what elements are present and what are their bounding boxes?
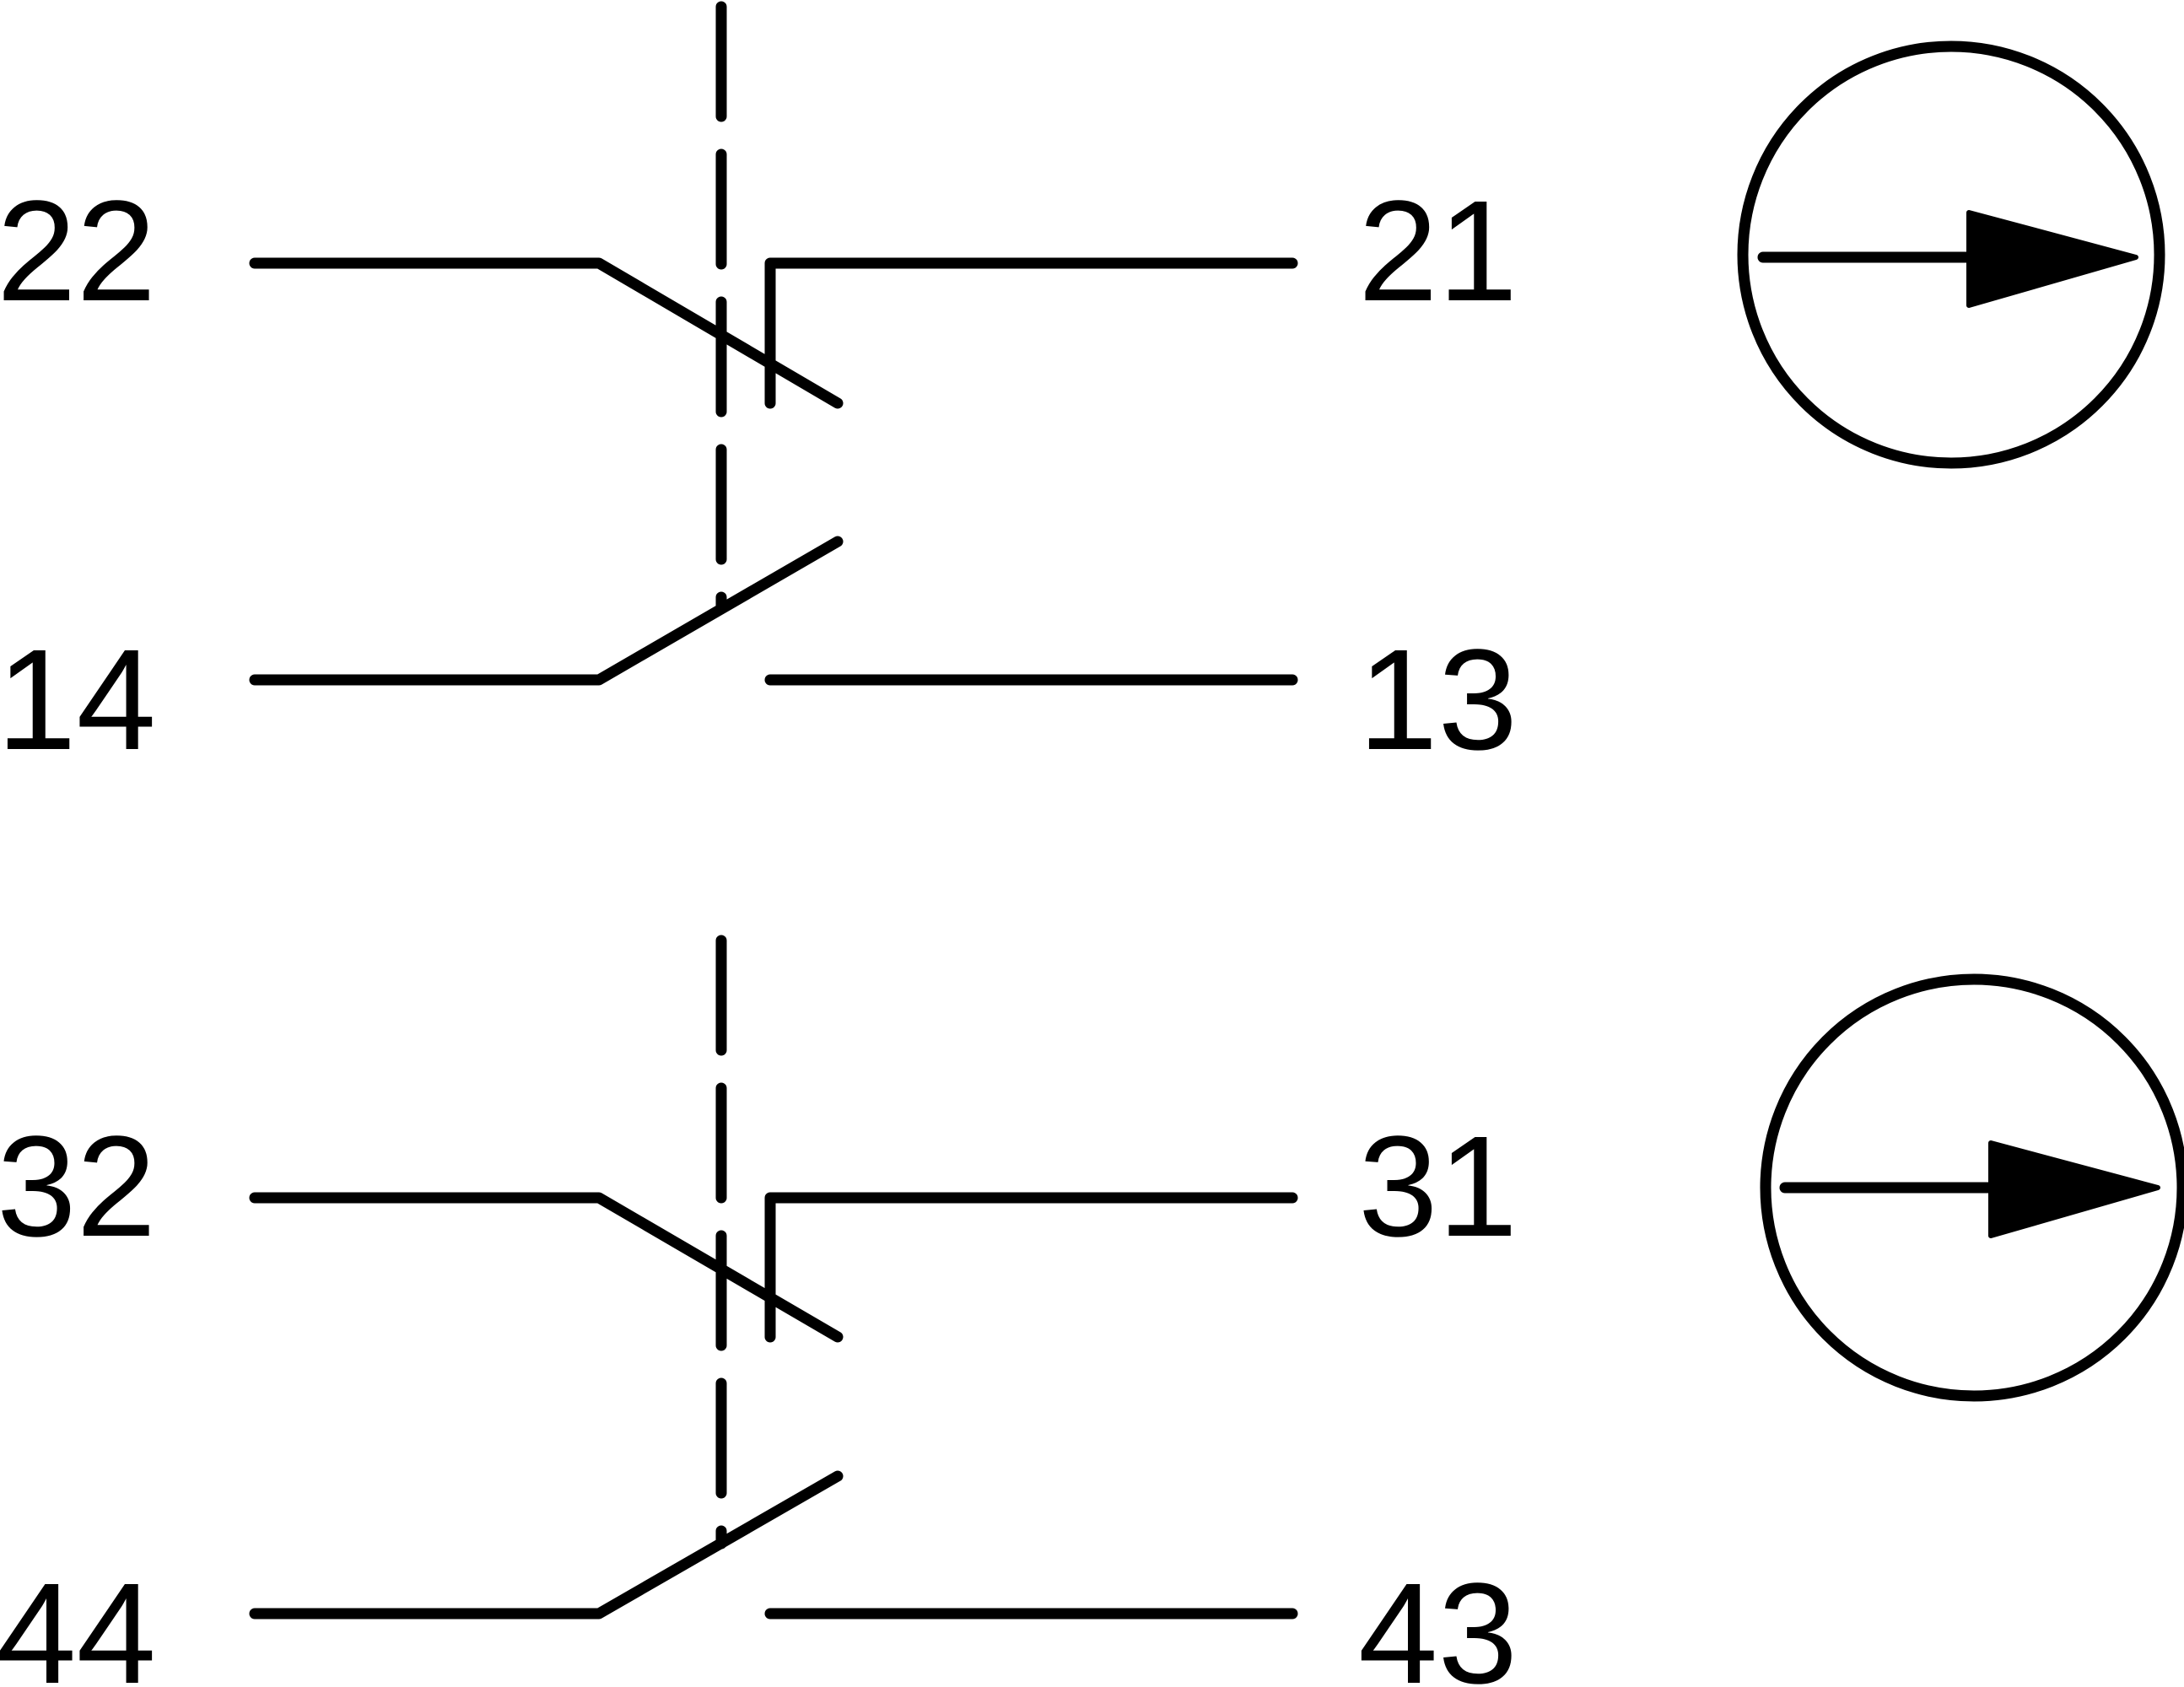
nc-stop-right-2: [764, 1192, 1298, 1343]
terminal-label-22: 22: [0, 171, 156, 331]
nc-lever-left-2: [249, 1192, 844, 1343]
nc-contact-22-21: 22 21: [0, 171, 1518, 409]
nc-lever-left-1: [249, 257, 844, 409]
terminal-label-14: 14: [0, 620, 156, 780]
no-contact-14-13: 14 13: [0, 536, 1518, 780]
circle-with-right-arrow-icon: [1760, 973, 2184, 1402]
no-lever-left-2: [249, 1470, 844, 1620]
terminal-label-43: 43: [1358, 1554, 1518, 1687]
terminal-label-21: 21: [1358, 171, 1518, 331]
nc-contact-32-31: 32 31: [0, 1107, 1518, 1343]
terminal-label-31: 31: [1358, 1107, 1518, 1267]
terminal-label-32: 32: [0, 1107, 156, 1267]
terminal-label-44: 44: [0, 1554, 156, 1687]
no-contact-44-43: 44 43: [0, 1470, 1518, 1687]
contact-block-2: 32 31 44 43: [0, 935, 2184, 1687]
nc-stop-right-1: [764, 257, 1298, 409]
circle-with-right-arrow-icon: [1737, 40, 2165, 469]
no-lever-left-1: [249, 536, 844, 686]
terminal-label-13: 13: [1358, 620, 1518, 780]
contact-block-1: 22 21 14 13: [0, 1, 2165, 780]
